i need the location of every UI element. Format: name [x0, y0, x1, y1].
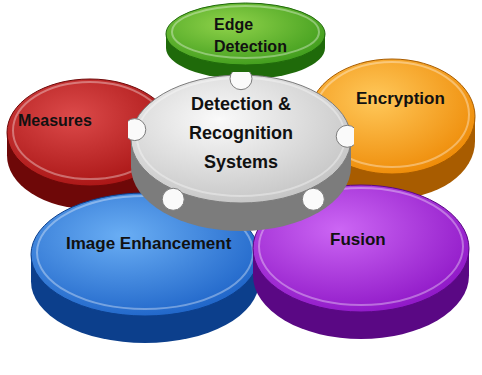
piece-label: Measures	[18, 111, 130, 130]
piece-label: Image Enhancement	[66, 232, 236, 257]
puzzle-piece: Edge Detection	[163, 0, 328, 82]
piece-label: Edge Detection	[214, 14, 326, 57]
piece-label: Fusion	[330, 230, 430, 250]
piece-label: Encryption	[356, 89, 476, 109]
puzzle-piece: Detection & Recognition Systems	[128, 72, 354, 234]
piece-label: Detection & Recognition Systems	[166, 90, 316, 176]
